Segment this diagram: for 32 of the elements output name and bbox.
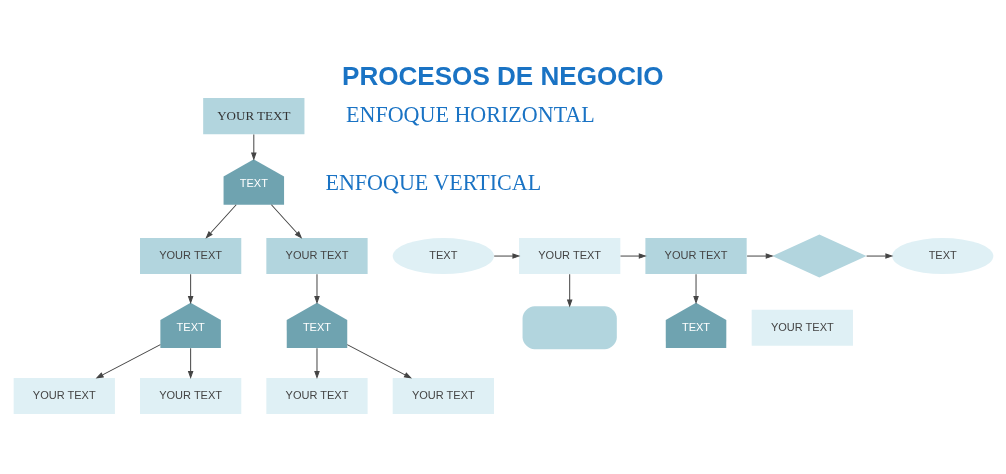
arrow (692, 273, 699, 303)
diagram-title: PROCESOS DE NEGOCIO (341, 60, 664, 91)
node-box: YOUR TEXT (265, 237, 368, 274)
node-ellipse: TEXT (891, 237, 993, 274)
node-ellipse: TEXT (392, 237, 494, 274)
arrow (865, 252, 892, 259)
arrow (313, 347, 320, 378)
arrow (250, 133, 256, 160)
node-box: YOUR TEXT (265, 377, 368, 414)
node-box: YOUR TEXT (644, 237, 747, 274)
label: ENFOQUE HORIZONTAL (345, 101, 595, 127)
arrow (746, 252, 773, 259)
node-box: YOUR TEXT (202, 97, 304, 134)
arrow (566, 273, 572, 306)
arrow (187, 347, 193, 378)
node-box: YOUR TEXT (13, 377, 115, 414)
node-box: YOUR TEXT (518, 237, 620, 274)
arrow (313, 273, 320, 303)
node-box: YOUR TEXT (139, 377, 241, 414)
node-box: YOUR TEXT (751, 309, 853, 346)
arrow (619, 252, 646, 259)
node-box (522, 305, 617, 349)
arrow (205, 203, 237, 238)
arrow (187, 273, 193, 303)
node-box: YOUR TEXT (139, 237, 241, 274)
label: ENFOQUE VERTICAL (324, 169, 541, 195)
node-box: YOUR TEXT (392, 377, 494, 414)
arrow (493, 252, 519, 259)
node-diamond (771, 234, 866, 278)
arrow (346, 343, 411, 378)
arrow (270, 203, 302, 238)
arrow (95, 343, 161, 378)
